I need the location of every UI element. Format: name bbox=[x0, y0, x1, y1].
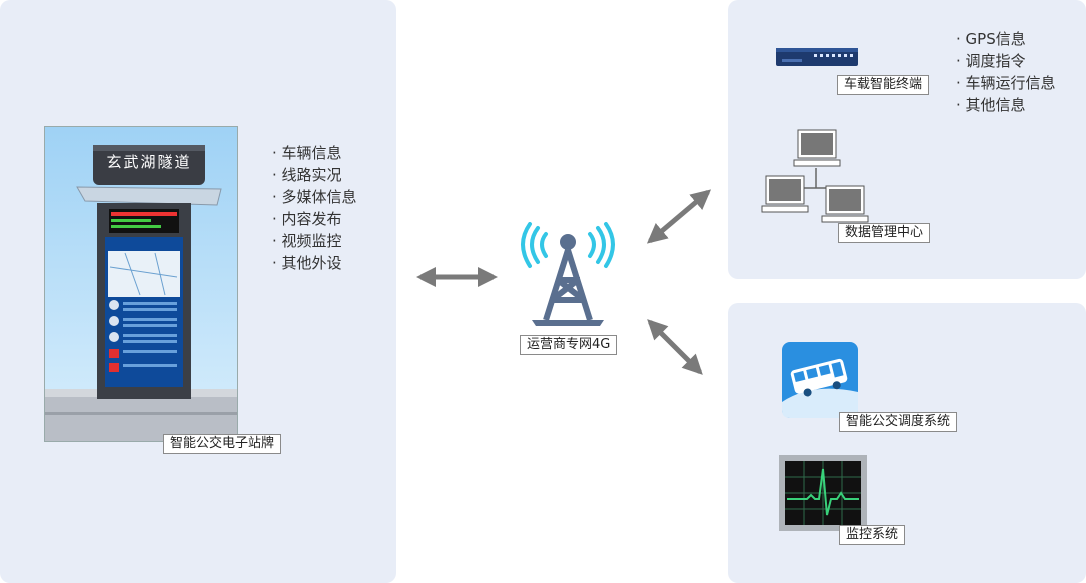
list-item: 线路实况 bbox=[272, 164, 357, 186]
list-item: 其他外设 bbox=[272, 252, 357, 274]
datacenter-label: 数据管理中心 bbox=[838, 223, 931, 243]
heartbeat-monitor-icon bbox=[779, 455, 867, 531]
vehicle-terminal-icon bbox=[776, 48, 858, 66]
terminal-info-list: GPS信息 调度指令 车辆运行信息 其他信息 bbox=[956, 28, 1056, 116]
sign-label: 智能公交电子站牌 bbox=[163, 434, 282, 454]
sign-feature-list: 车辆信息 线路实况 多媒体信息 内容发布 视频监控 其他外设 bbox=[272, 142, 357, 274]
list-item: 内容发布 bbox=[272, 208, 357, 230]
list-item: 车辆信息 bbox=[272, 142, 357, 164]
list-item: 其他信息 bbox=[956, 94, 1056, 116]
list-item: 调度指令 bbox=[956, 50, 1056, 72]
monitor-label: 监控系统 bbox=[839, 525, 906, 545]
double-arrow-bottom-right bbox=[647, 319, 703, 375]
cell-tower-icon bbox=[521, 222, 615, 326]
shelter-name: 玄武湖隧道 bbox=[106, 153, 192, 171]
tower-label: 运营商专网4G bbox=[520, 335, 618, 355]
list-item: 多媒体信息 bbox=[272, 186, 357, 208]
double-arrow-top-right bbox=[646, 189, 712, 244]
bus-app-icon bbox=[782, 342, 858, 418]
terminal-label: 车载智能终端 bbox=[837, 75, 930, 95]
list-item: GPS信息 bbox=[956, 28, 1056, 50]
bus-system-label: 智能公交调度系统 bbox=[839, 412, 958, 432]
computer-network-icon bbox=[761, 129, 869, 223]
list-item: 车辆运行信息 bbox=[956, 72, 1056, 94]
bus-stop-sign-image: 玄武湖隧道 bbox=[44, 126, 238, 442]
list-item: 视频监控 bbox=[272, 230, 357, 252]
